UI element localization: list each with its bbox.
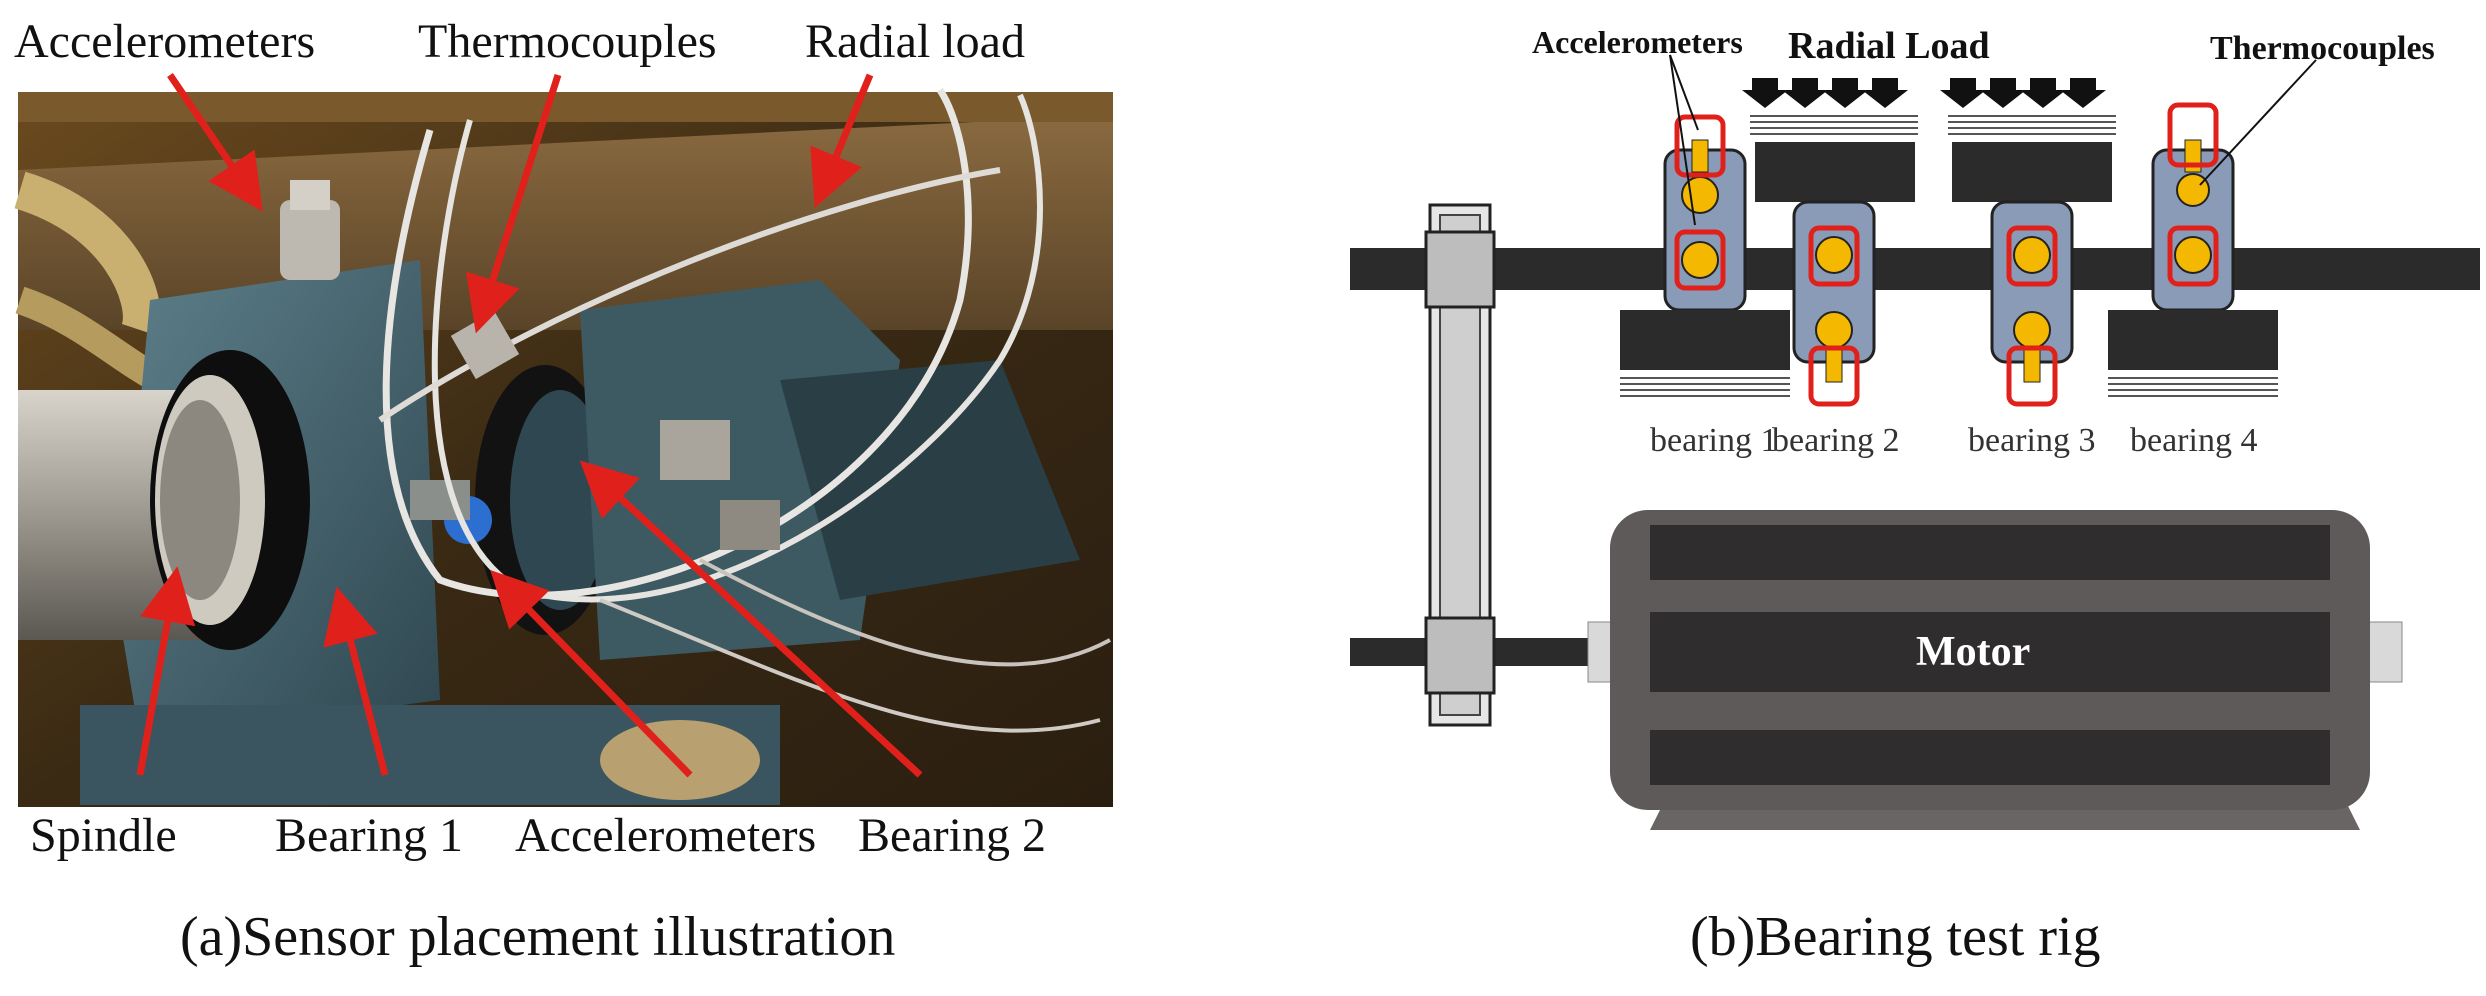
label-accelerometers-b: Accelerometers <box>1532 24 1743 60</box>
panel-a: Accelerometers Thermocouples Radial load… <box>0 0 1120 968</box>
label-motor: Motor <box>1916 629 2031 675</box>
bearing-1-assembly <box>1620 114 1790 397</box>
label-accelerometers-top: Accelerometers <box>14 15 316 68</box>
radial-load-arrows-2 <box>1742 78 1918 135</box>
radial-load-arrows-3 <box>1940 78 2116 135</box>
motor <box>1610 510 2370 830</box>
main-shaft <box>1350 248 2480 290</box>
sensor-cables <box>382 88 972 599</box>
label-radial-load-b: Radial Load <box>1788 25 1990 67</box>
arrow-spindle <box>136 566 196 776</box>
label-bearing-1-b: bearing 1 <box>1650 422 1778 459</box>
caption-b: (b)Bearing test rig <box>1690 906 2101 968</box>
label-accelerometers-bottom: Accelerometers <box>515 809 817 862</box>
label-bearing-2-b: bearing 2 <box>1772 422 1900 459</box>
label-thermocouples: Thermocouples <box>418 15 717 68</box>
panel-b: Accelerometers Radial Load Thermocouples… <box>1320 0 2486 996</box>
accelerometer-sensor <box>280 200 340 280</box>
label-bearing-4-b: bearing 4 <box>2130 422 2258 459</box>
leader-accelerometers-2 <box>1669 54 1696 226</box>
label-spindle: Spindle <box>30 809 177 862</box>
label-bearing-3-b: bearing 3 <box>1968 422 2096 459</box>
arrow-bearing-1 <box>323 586 389 776</box>
arrow-accelerometers-bottom <box>490 569 693 778</box>
arrow-accelerometers-top <box>167 73 263 212</box>
bearing-4-assembly <box>2108 102 2278 397</box>
bearing-2-assembly <box>1755 142 1915 407</box>
leader-thermocouples <box>2199 59 2317 186</box>
caption-a: (a)Sensor placement illustration <box>180 906 896 968</box>
leader-accelerometers-1 <box>1669 54 1699 131</box>
bearing-3-assembly <box>1952 142 2112 407</box>
arrow-thermocouples <box>466 73 562 334</box>
drive-belt <box>1424 203 1496 727</box>
arrow-bearing-2 <box>579 460 923 778</box>
test-rig-diagram <box>1350 54 2480 830</box>
yellow-hose <box>14 171 161 336</box>
label-thermocouples-b: Thermocouples <box>2210 30 2435 67</box>
panel-a-arrows <box>136 73 923 778</box>
label-bearing-1: Bearing 1 <box>275 809 463 862</box>
label-bearing-2: Bearing 2 <box>858 809 1046 862</box>
arrow-radial-load <box>810 73 874 208</box>
label-radial-load: Radial load <box>805 15 1025 68</box>
